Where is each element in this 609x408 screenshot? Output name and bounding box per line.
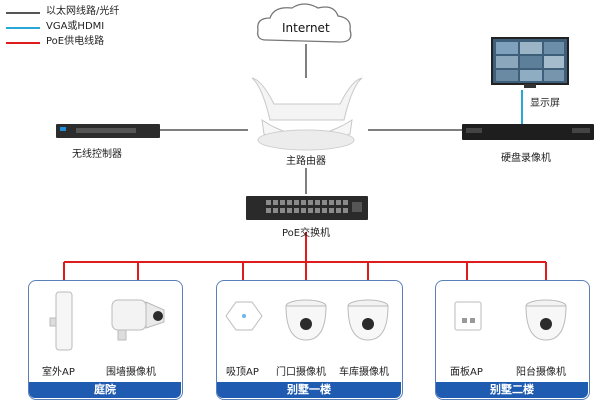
zone-floor2 — [435, 280, 590, 400]
device-label-ceiling-ap: 吸顶AP — [226, 367, 259, 378]
zone-floor2-title: 别墅二楼 — [436, 382, 588, 398]
zone-floor1-title: 别墅一楼 — [217, 382, 401, 398]
legend-poe-swatch — [6, 42, 40, 44]
router-label: 主路由器 — [286, 156, 326, 167]
garage-camera-icon — [347, 299, 389, 341]
device-label-garage-camera: 车库摄像机 — [339, 367, 389, 378]
switch-label: PoE交换机 — [282, 228, 331, 239]
internet-label: Internet — [282, 21, 330, 35]
legend-poe-label: PoE供电线路 — [46, 36, 105, 47]
nvr-label: 硬盘录像机 — [501, 153, 551, 164]
device-label-door-camera: 门口摄像机 — [276, 367, 326, 378]
legend-vga-swatch — [6, 27, 40, 29]
device-label-outdoor-ap: 室外AP — [42, 367, 75, 378]
legend-vga-label: VGA或HDMI — [46, 21, 105, 32]
device-label-panel-ap: 面板AP — [450, 367, 483, 378]
monitor-label: 显示屏 — [530, 98, 560, 109]
legend-ethernet-label: 以太网线路/光纤 — [46, 6, 120, 17]
legend-ethernet-swatch — [6, 12, 40, 14]
door-camera-icon — [285, 299, 327, 341]
zone-courtyard — [28, 280, 183, 400]
zone-courtyard-title: 庭院 — [29, 382, 181, 398]
ceiling-ap-icon — [225, 301, 263, 331]
device-label-wall-camera: 围墙摄像机 — [106, 367, 156, 378]
device-label-balcony-camera: 阳台摄像机 — [516, 367, 566, 378]
controller-label: 无线控制器 — [72, 149, 122, 160]
balcony-camera-icon — [525, 299, 567, 341]
panel-ap-icon — [454, 301, 482, 331]
bullet-camera-icon — [111, 299, 165, 341]
outdoor-ap-icon — [49, 291, 73, 351]
